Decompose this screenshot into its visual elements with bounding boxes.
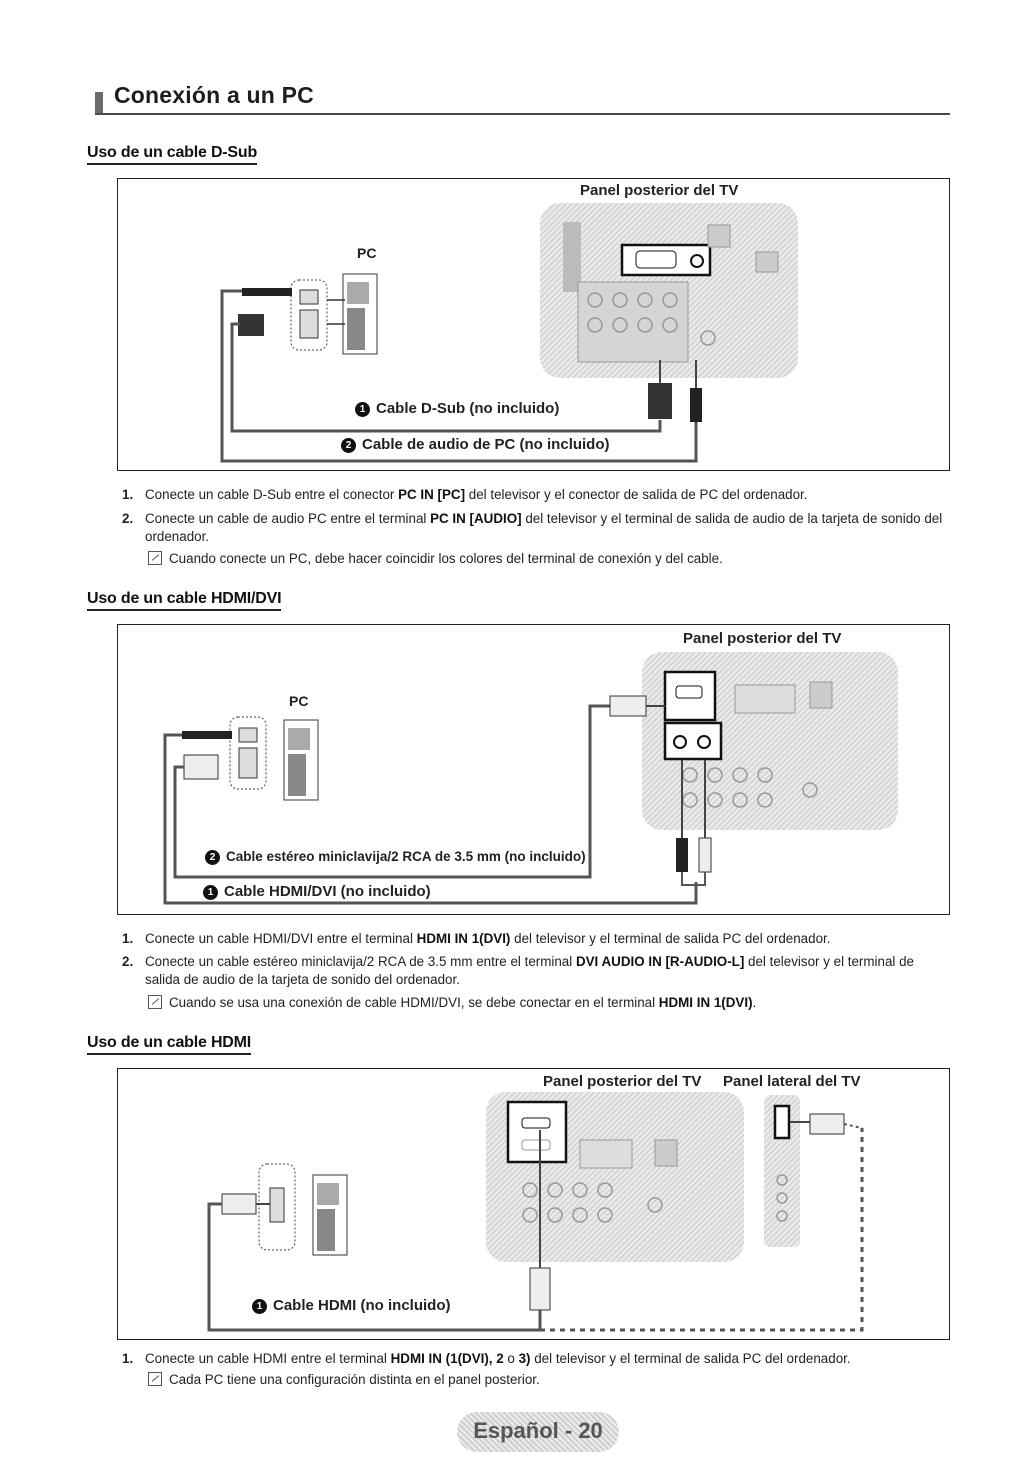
pc-label: PC [357,245,377,261]
section-title-hdmi: Uso de un cable HDMI [87,1034,251,1055]
step-item: 2.Conecte un cable de audio PC entre el … [122,511,943,544]
title-accent-bar [95,92,103,114]
step-item: 1.Conecte un cable HDMI/DVI entre el ter… [122,931,831,946]
note-icon [148,995,162,1009]
panel-label: Panel posterior del TV [580,182,739,199]
step-item: 2.Conecte un cable estéreo miniclavija/2… [122,954,915,987]
section-title-hdmi-dvi: Uso de un cable HDMI/DVI [87,590,282,611]
note-icon [148,551,162,565]
tv-side-panel [764,1095,800,1247]
page-title: Conexión a un PC [114,82,314,108]
title-rule [95,113,950,115]
hdmi-port-box [506,1100,568,1164]
note: Cuando se usa una conexión de cable HDMI… [148,994,756,1012]
step-item: 1.Conecte un cable HDMI entre el termina… [122,1351,851,1366]
note-icon [148,1372,162,1386]
note: Cada PC tiene una configuración distinta… [148,1371,540,1389]
pc-label: PC [289,693,309,709]
section-title-dsub: Uso de un cable D-Sub [87,144,257,165]
panel-label: Panel posterior del TV [683,630,842,647]
panel-label: Panel posterior del TV [543,1073,702,1090]
side-panel-label: Panel lateral del TV [723,1073,861,1090]
page-number: Español - 20 [473,1418,603,1443]
footer-badge [457,1412,619,1452]
step-item: 1.Conecte un cable D-Sub entre el conect… [122,487,808,502]
note: Cuando conecte un PC, debe hacer coincid… [148,550,723,568]
